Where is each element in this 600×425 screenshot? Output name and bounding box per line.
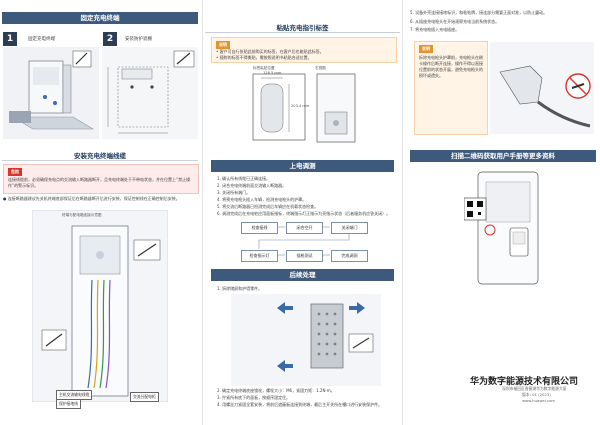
danger-notice: 危险 连接线缆前，必须确保充电点的交流输入断路器断开，且充电终端处于不带电状态，… <box>3 164 199 194</box>
charging-gun-illustration <box>490 42 594 134</box>
power-step-1: 1. 确认所有线缆已正确连接。 <box>217 176 271 181</box>
power-step-4: 4. 将预充电枪头插入车辆，检测充电枪头的护罩。 <box>217 197 307 202</box>
final-step-5: 5. 设备外壳连接接地标识，和粘帖牌，接连部分需要正面对准，以防止震动。 <box>410 10 548 15</box>
note-line-2: • 随附的标签不得撕贴，需按照说明书粘贴合适位置。 <box>216 55 312 60</box>
flow-close-breaker: 闭合空开 <box>286 222 323 234</box>
step-2-label: 安装防护遮棚 <box>125 37 152 42</box>
final-step-7: 7. 将充电枪插入充电插座。 <box>410 27 460 32</box>
final-step-6: 6. 从插座充电枪头在开始观察充电当前系统状态。 <box>410 19 500 24</box>
divider <box>2 160 198 161</box>
company-version: 版本: 01 (2023) <box>522 392 551 397</box>
flow-complete: 完成调测 <box>331 250 368 262</box>
power-step-3: 3. 关闭所有端门。 <box>217 190 251 195</box>
danger-text: 连接线缆前，必须确保充电点的交流输入断路器断开，且充电终端处于不带电状态，并在位… <box>8 177 191 188</box>
section-title-install-cables: 安装充电终端线缆 <box>74 152 126 160</box>
note-line-1: • 客户可自行张贴此前购买的标签，在客户后也能贴此标签。 <box>216 49 324 54</box>
power-step-6: 6. 调测完成后在充电桩应用面板指标，终端指示灯正指示为亮指示状态（后者服务机应… <box>217 211 391 216</box>
qr-location-illustration <box>464 171 539 285</box>
cable-connection-diagram <box>32 210 168 402</box>
section-header-fix-terminal: 固定充电终端 <box>2 12 198 24</box>
right-view-caption: 右视图 <box>315 66 326 70</box>
canopy-install-illustration <box>102 47 198 139</box>
callout-distribution-cabinet: 交流分配电柜 <box>130 392 159 402</box>
company-address: 深圳市福田区香蜜湖华为数字能源大厦 <box>502 386 567 391</box>
after-step-3: 3. 拧紧所有底下的面板，按顺序固定住。 <box>217 395 291 400</box>
bullet-icon: ● <box>3 196 8 201</box>
flow-arrows <box>258 226 350 256</box>
diagram-caption: 终端与配电箱连接示意图 <box>62 213 102 217</box>
step-1-number: 1 <box>3 32 17 46</box>
label-width-dim: 126.5 mm <box>263 71 282 75</box>
gun-note: 说明 拆除充电枪头护罩前，充电枪头在刷卡操作后断开连接，操作不得以直接位置前的状… <box>414 41 488 135</box>
label-position-drawing <box>252 73 306 141</box>
danger-tag: 危险 <box>8 168 22 176</box>
gun-note-text: 拆除充电枪头护罩前，充电枪头在刷卡操作后断开连接，操作不得以直接位置前的状态开展… <box>419 55 483 78</box>
note-tag: 说明 <box>419 45 433 53</box>
flow-check-indicator: 检查指示灯 <box>241 250 278 262</box>
flow-close-door: 关闭端门 <box>331 222 368 234</box>
divider <box>205 32 400 33</box>
after-step-1: 1. 拆除储屏和护墙零件。 <box>217 286 263 291</box>
label-position-caption: 标签粘贴位置 <box>253 66 275 70</box>
step-2-number: 2 <box>103 32 117 46</box>
flow-plug-test: 插枪测试 <box>286 250 323 262</box>
right-column: 5. 设备外壳连接接地标识，和粘帖牌，接连部分需要正面对准，以防止震动。 6. … <box>402 0 600 425</box>
company-name: 华为数字能源技术有限公司 <box>470 377 579 387</box>
install-bullet-text: 连接断路器建议先关机终端底部保证后在断路器断开后进行安装，保证控制线在正确控制后… <box>7 196 180 201</box>
section-header-qr: 扫描二维码获取用户手册等更多资料 <box>410 150 596 162</box>
section-title-label: 粘贴充电指引标签 <box>276 24 329 32</box>
power-step-2: 2. 闭合充电终端前面交流输入断路器。 <box>217 183 287 188</box>
note-tag: 说明 <box>216 41 230 49</box>
section-header-power-on: 上电调测 <box>211 160 394 172</box>
after-step-4: 4. 用螺丝刀紧固全套安装，将前后遮蔽板连接到终端，最后主开关所在槽口进行安装保… <box>217 402 383 407</box>
company-url: www.huawei.com <box>522 398 556 403</box>
section-header-after: 后续处理 <box>211 269 394 281</box>
install-bullet: ● 连接断路器建议先关机终端底部保证后在断路器断开后进行安装，保证控制线在正确控… <box>3 196 197 202</box>
terminal-install-illustration <box>3 47 99 139</box>
label-height-dim: 203.4 mm <box>291 104 310 108</box>
left-column: 固定充电终端 1 固定充电终端 2 安装防护遮棚 安装充电终端线缆 危险 连接线… <box>0 0 200 425</box>
power-step-5: 5. 将交流后断路器已检测完成后车辆应在机载状态检查。 <box>217 204 319 209</box>
callout-ground-wire: 保护接地线 <box>56 399 81 409</box>
after-step-2: 2. 确定充电终端底座锁栓，螺栓大小：M6，紧固力矩：1.2N·m。 <box>217 388 335 393</box>
label-note: 说明 • 客户可自行张贴此前购买的标签，在客户后也能贴此标签。 • 随附的标签不… <box>211 37 397 63</box>
panel-removal-illustration <box>231 294 381 386</box>
flow-check-wiring: 检查接线 <box>241 222 278 234</box>
middle-column: 粘贴充电指引标签 说明 • 客户可自行张贴此前购买的标签，在客户后也能贴此标签。… <box>202 0 403 425</box>
step-1-label: 固定充电终端 <box>28 37 55 42</box>
right-view-drawing <box>316 73 356 143</box>
